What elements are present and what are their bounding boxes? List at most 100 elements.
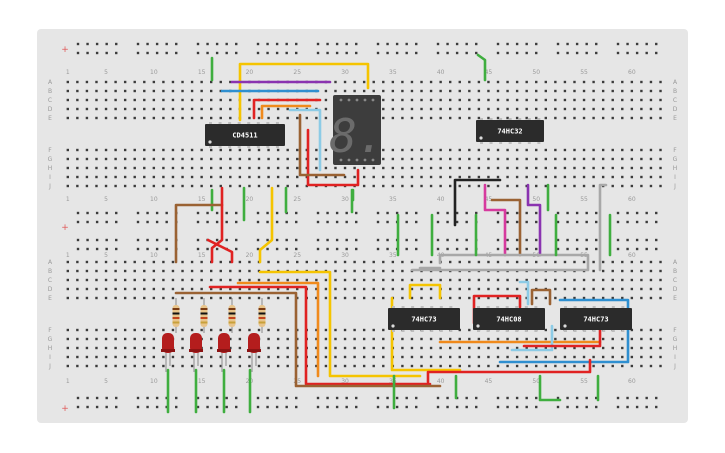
ic-pin: [537, 118, 541, 120]
led-rim: [247, 349, 261, 352]
rail-hole: [616, 247, 620, 251]
ic-pin: [518, 142, 522, 144]
hole: [563, 355, 567, 359]
hole: [592, 80, 595, 84]
hole: [420, 89, 423, 93]
rail-hole: [105, 42, 108, 46]
hole: [143, 107, 146, 111]
red-wire: [208, 285, 432, 386]
orange-wire: [260, 104, 312, 120]
rail-hole: [175, 405, 178, 409]
hole: [133, 116, 136, 120]
hole: [219, 184, 222, 188]
hole: [468, 107, 471, 111]
hole: [401, 296, 404, 300]
hole: [429, 355, 433, 359]
hole: [659, 355, 662, 359]
hole: [573, 184, 576, 188]
hole: [592, 116, 595, 120]
hole: [544, 148, 547, 152]
ic-pin: [449, 306, 453, 308]
hole: [162, 157, 165, 161]
rail-hole: [235, 405, 238, 409]
hole: [267, 337, 270, 341]
rail-hole: [86, 405, 89, 409]
hole: [66, 148, 69, 152]
rail-hole: [196, 42, 200, 46]
hole: [468, 355, 471, 359]
rail-hole: [496, 238, 500, 242]
hole: [420, 355, 423, 359]
hole: [449, 107, 452, 111]
ic-pin: [527, 118, 531, 120]
hole: [554, 278, 557, 282]
rail-hole: [556, 238, 560, 242]
hole: [123, 328, 127, 332]
row-letter: J: [48, 183, 51, 190]
hole: [592, 355, 595, 359]
rail-hole: [446, 396, 449, 400]
rail-hole: [506, 220, 509, 224]
ic-pin: [209, 146, 212, 148]
hole: [372, 296, 375, 300]
ic-pin: [508, 142, 512, 144]
rail-hole: [446, 247, 449, 251]
hole: [429, 157, 433, 161]
hole: [659, 184, 662, 188]
hole: [152, 278, 156, 282]
hole: [659, 107, 662, 111]
hole: [544, 364, 547, 368]
hole: [573, 355, 576, 359]
resistor-band: [172, 321, 180, 324]
hole: [123, 98, 127, 102]
hole: [210, 287, 213, 291]
led-rim: [189, 349, 203, 352]
rail-hole: [115, 396, 118, 400]
hole: [190, 166, 194, 170]
hole: [487, 337, 490, 341]
hole: [582, 364, 586, 368]
hole: [630, 107, 634, 111]
rail-hole: [405, 238, 408, 242]
hole: [449, 296, 452, 300]
hole: [76, 296, 79, 300]
ic-pin: [489, 118, 493, 120]
hole: [219, 175, 222, 179]
rail-hole: [455, 51, 459, 55]
rail-hole: [76, 238, 80, 242]
hole: [123, 148, 127, 152]
hole: [219, 260, 222, 264]
hole: [640, 107, 643, 111]
hole: [573, 157, 576, 161]
hole: [515, 296, 519, 300]
rail-hole: [575, 220, 579, 224]
rail-hole: [446, 211, 449, 215]
rail-hole: [645, 220, 648, 224]
hole: [449, 98, 452, 102]
hole: [76, 116, 79, 120]
hole: [458, 260, 461, 264]
hole: [420, 287, 423, 291]
hole: [535, 278, 538, 282]
hole: [544, 107, 547, 111]
column-number: 50: [532, 378, 540, 385]
column-number: 35: [389, 69, 397, 76]
hole: [162, 328, 165, 332]
hole: [649, 269, 653, 273]
ic-pin: [449, 330, 453, 332]
hole: [353, 287, 356, 291]
hole: [496, 116, 500, 120]
hole: [563, 89, 567, 93]
rail-hole: [256, 42, 260, 46]
hole: [391, 269, 395, 273]
hole: [573, 116, 576, 120]
hole: [382, 89, 385, 93]
hole: [372, 166, 375, 170]
rail-hole: [525, 247, 528, 251]
rail-hole: [105, 405, 108, 409]
hole: [276, 355, 280, 359]
hole: [477, 157, 481, 161]
column-number: 25: [293, 69, 301, 76]
rail-hole: [525, 405, 528, 409]
hole: [286, 175, 289, 179]
